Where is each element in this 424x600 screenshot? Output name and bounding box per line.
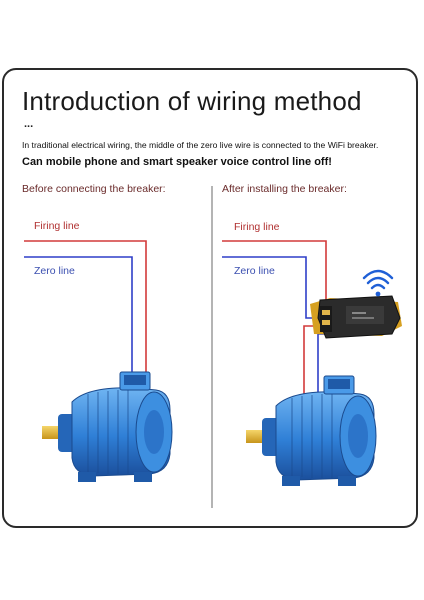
wifi-breaker-icon (310, 295, 402, 339)
firing-wire-in-after (222, 240, 327, 308)
description-line-2: Can mobile phone and smart speaker voice… (22, 156, 332, 168)
firing-line-label-after: Firing line (234, 221, 280, 233)
after-breaker-heading: After installing the breaker: (222, 183, 347, 195)
wifi-icon (362, 269, 394, 297)
description-line-1: In traditional electrical wiring, the mi… (22, 140, 379, 150)
zero-line-label-before: Zero line (34, 265, 75, 277)
electric-motor-icon (41, 371, 173, 483)
electric-motor-icon (245, 375, 377, 487)
zero-wire-in-after (222, 256, 320, 319)
page-title: Introduction of wiring method (22, 86, 362, 116)
zero-line-label-after: Zero line (234, 265, 275, 277)
title-ellipsis: ... (24, 118, 34, 130)
zero-wire-before (24, 256, 133, 398)
before-breaker-heading: Before connecting the breaker: (22, 183, 166, 195)
firing-line-label-before: Firing line (34, 220, 80, 232)
firing-wire-before (24, 240, 147, 398)
